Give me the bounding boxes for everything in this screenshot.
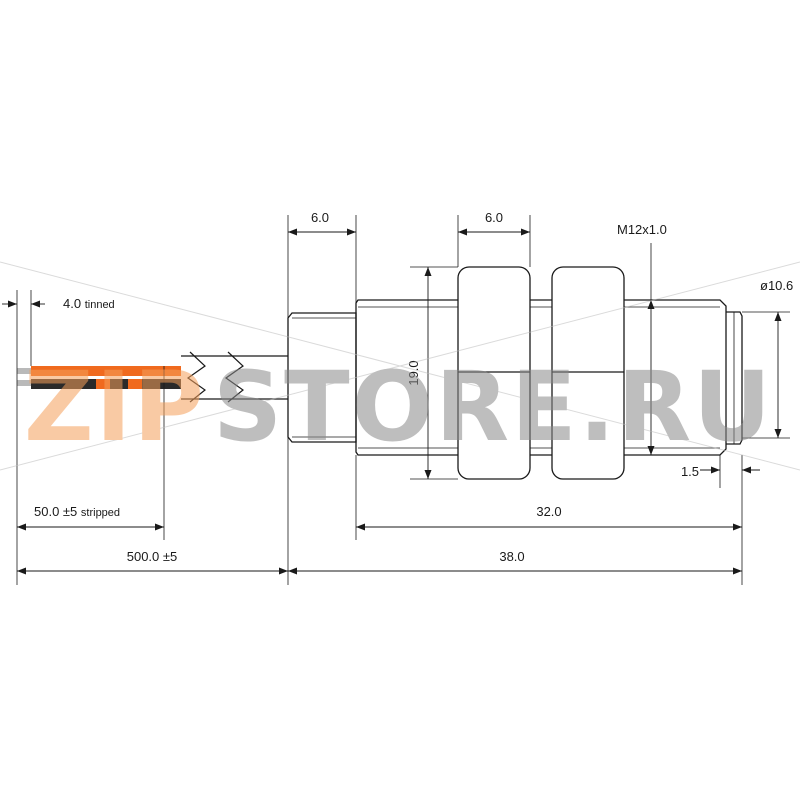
dim-cable-length: 500.0 ±5: [127, 549, 178, 564]
cable-wires: [17, 351, 288, 403]
dimension-labels: 4.0 tinned 6.0 6.0 M12x1.0 ø10.6 19.0 1.…: [34, 210, 793, 564]
wire-band-1: [96, 379, 110, 389]
wire-orange: [31, 366, 181, 376]
break-symbol-left: [186, 351, 206, 403]
break-symbol-right: [224, 351, 244, 403]
watermark-logo: ZIP STORE.RU: [0, 261, 800, 471]
dim-stripped: 50.0 ±5 stripped: [34, 504, 120, 519]
dim-face-diameter: ø10.6: [760, 278, 793, 293]
dim-overall-length: 38.0: [499, 549, 524, 564]
dim-thread-spec: M12x1.0: [617, 222, 667, 237]
front-face: [726, 311, 743, 445]
watermark-store: STORE.RU: [213, 351, 773, 463]
watermark-zip: ZIP: [24, 351, 206, 463]
wire-band-2: [128, 379, 142, 389]
dim-nut-width: 19.0: [406, 360, 421, 385]
extension-lines: [16, 215, 790, 585]
dim-nut-thickness: 6.0: [485, 210, 503, 225]
nut-1: [457, 266, 531, 480]
dim-rear-section: 6.0: [311, 210, 329, 225]
nut-2: [551, 266, 625, 480]
dim-chamfer: 1.5: [681, 464, 699, 479]
dim-thread-length: 32.0: [536, 504, 561, 519]
sensor-body: [287, 266, 743, 480]
tinned-tip-lower: [17, 380, 31, 386]
tinned-tip-upper: [17, 368, 31, 374]
dim-tinned: 4.0 tinned: [63, 296, 115, 311]
